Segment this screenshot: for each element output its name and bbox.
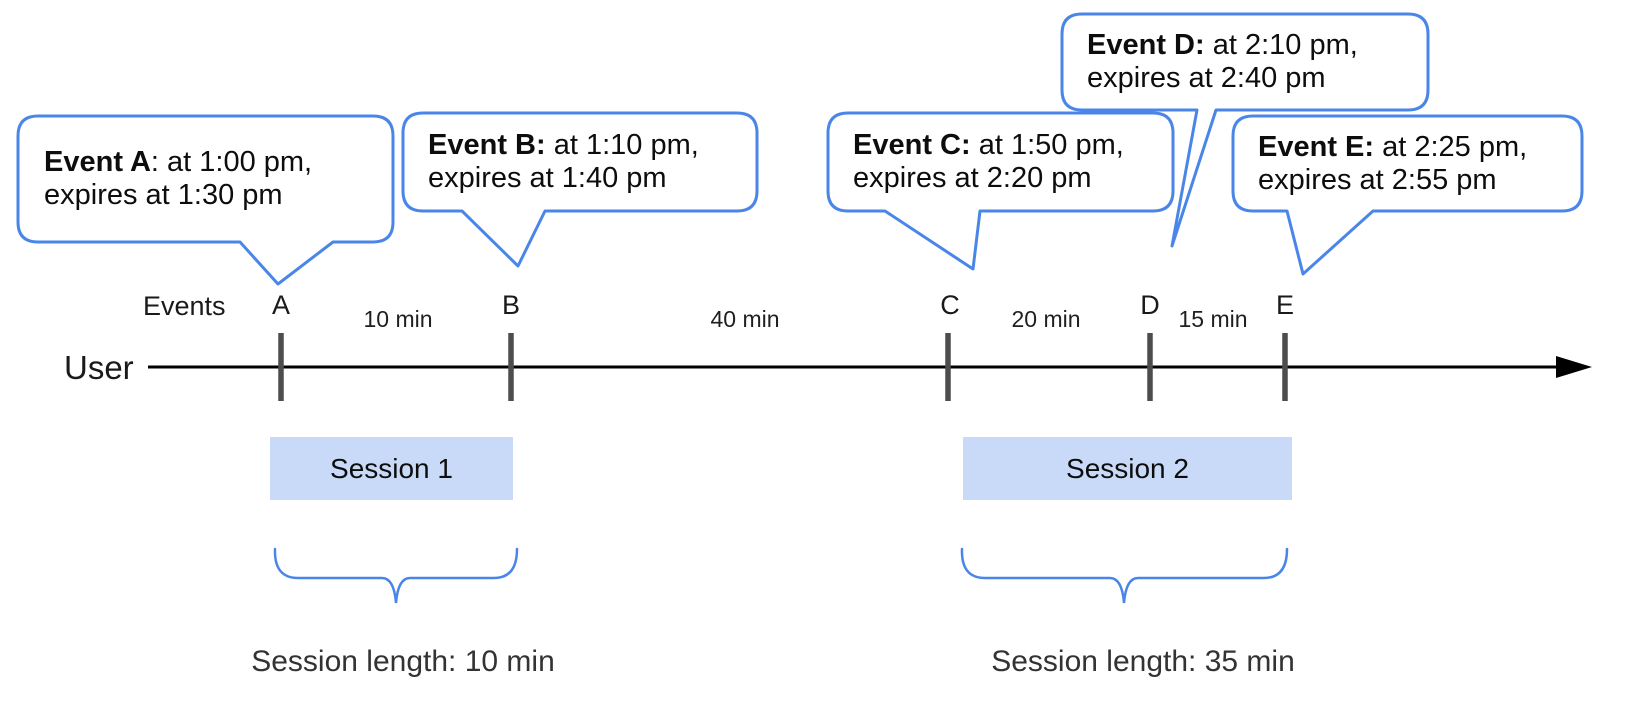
callout-line2: expires at 2:40 pm [1087, 62, 1326, 94]
callout-line2: expires at 2:55 pm [1258, 163, 1497, 196]
event-letter-d: D [1140, 290, 1160, 320]
callout-line1: Event E: at 2:25 pm, [1258, 130, 1528, 163]
event-letter-c: C [940, 290, 960, 320]
event-letter-a: A [271, 290, 291, 320]
callout-line1: Event A: at 1:00 pm, [44, 146, 313, 178]
callout-line1: Event D: at 2:10 pm, [1087, 29, 1358, 61]
event-letter-b: B [501, 290, 521, 320]
callout-line2: expires at 1:30 pm [44, 179, 283, 211]
session2-brace [960, 547, 1289, 604]
callout-bubble-a [16, 114, 395, 286]
interval-label-d-e: 15 min [1178, 306, 1248, 332]
callout-bubble-e [1231, 114, 1584, 276]
callout-bubble-c [826, 111, 1175, 271]
callout-text-event-a: Event A: at 1:00 pm, expires at 1:30 pm [18, 116, 393, 242]
interval-label-a-b: 10 min [363, 306, 433, 332]
callout-text-event-b: Event B: at 1:10 pm, expires at 1:40 pm [403, 113, 757, 211]
callout-text-event-d: Event D: at 2:10 pm, expires at 2:40 pm [1062, 14, 1428, 110]
callout-line2: expires at 1:40 pm [428, 162, 667, 194]
interval-label-b-c: 40 min [710, 306, 780, 332]
callout-text-event-c: Event C: at 1:50 pm, expires at 2:20 pm [828, 113, 1173, 211]
session2-box: Session 2 [963, 437, 1292, 500]
session2-length-label: Session length: 35 min [991, 645, 1295, 678]
event-letter-e: E [1275, 290, 1295, 320]
session1-box: Session 1 [270, 437, 513, 500]
callout-text-event-e: Event E: at 2:25 pm, expires at 2:55 pm [1233, 116, 1582, 211]
session1-length-label: Session length: 10 min [251, 645, 555, 678]
callout-bubble-d [1060, 12, 1430, 248]
timeline-arrowhead-icon [1556, 356, 1592, 378]
interval-label-c-d: 20 min [1011, 306, 1081, 332]
user-axis-label: User [64, 349, 134, 386]
session1-brace [273, 547, 519, 604]
events-caption: Events [143, 291, 226, 321]
callout-line2: expires at 2:20 pm [853, 162, 1092, 194]
callout-line1: Event C: at 1:50 pm, [853, 129, 1124, 161]
callout-line1: Event B: at 1:10 pm, [428, 129, 699, 161]
callout-bubble-b [401, 111, 759, 268]
